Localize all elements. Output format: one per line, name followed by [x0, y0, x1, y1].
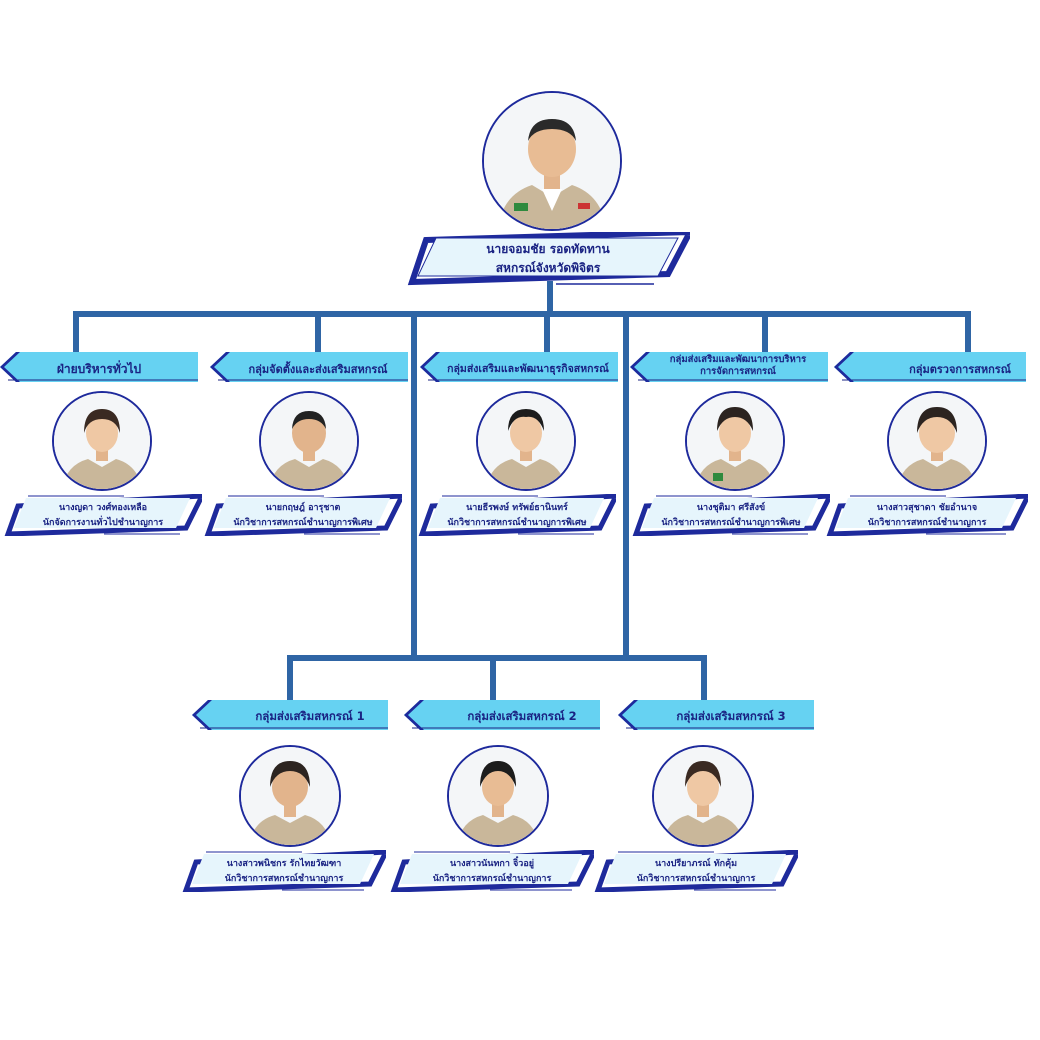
person-title: นักวิชาการสหกรณ์ชำนาญการ	[826, 515, 1028, 529]
person-title: นักจัดการงานทั่วไปชำนาญการ	[4, 515, 202, 529]
promotion-2-name-plate: นางสาวนันทกา จิ๋วอยู่ นักวิชาการสหกรณ์ชำ…	[390, 850, 594, 892]
person-avatar-icon	[241, 747, 339, 845]
dept-label-general-admin: ฝ่ายบริหารทั่วไป	[0, 352, 198, 382]
person-title: นักวิชาการสหกรณ์ชำนาญการ	[390, 871, 594, 885]
person-title: นักวิชาการสหกรณ์ชำนาญการพิเศษ	[632, 515, 830, 529]
dept-label-promotion-1: กลุ่มส่งเสริมสหกรณ์ 1	[192, 700, 388, 730]
person-avatar-icon	[261, 393, 357, 489]
person-avatar-icon	[54, 393, 150, 489]
top-name-plate: นายจอมชัย รอดทัดทาน สหกรณ์จังหวัดพิจิตร	[406, 232, 690, 286]
top-person-photo	[482, 91, 622, 231]
dept-label-promotion-3: กลุ่มส่งเสริมสหกรณ์ 3	[618, 700, 814, 730]
top-title: สหกรณ์จังหวัดพิจิตร	[406, 259, 690, 278]
dept-label-promotion-2: กลุ่มส่งเสริมสหกรณ์ 2	[404, 700, 600, 730]
person-avatar-icon	[478, 393, 574, 489]
group-4-photo	[685, 391, 785, 491]
person-name: นางปรียาภรณ์ ทักคุ้ม	[594, 856, 798, 870]
person-avatar-icon	[449, 747, 547, 845]
dept-name: กลุ่มตรวจการสหกรณ์	[834, 360, 1026, 378]
person-name: นางชุติมา ศรีสังข์	[632, 500, 830, 514]
dept-name: กลุ่มส่งเสริมสหกรณ์ 1	[192, 708, 388, 726]
dept-label-business: กลุ่มส่งเสริมและพัฒนาธุรกิจสหกรณ์	[420, 352, 618, 382]
person-name: นางสาวสุชาดา ชัยอำนาจ	[826, 500, 1028, 514]
group-5-name-plate: นางสาวสุชาดา ชัยอำนาจ นักวิชาการสหกรณ์ชำ…	[826, 494, 1028, 536]
promotion-3-photo	[652, 745, 754, 847]
dept-label-management: กลุ่มส่งเสริมและพัฒนาการบริหาร การจัดการ…	[630, 352, 828, 382]
person-avatar-icon	[889, 393, 985, 489]
person-name: นายธีรพงษ์ ทรัพย์ธานินทร์	[418, 500, 616, 514]
person-avatar-icon	[654, 747, 752, 845]
group-1-photo	[52, 391, 152, 491]
person-title: นักวิชาการสหกรณ์ชำนาญการพิเศษ	[204, 515, 402, 529]
person-name: นางญดา วงศ์ทองเหลือ	[4, 500, 202, 514]
dept-name: กลุ่มส่งเสริมสหกรณ์ 3	[618, 708, 814, 726]
group-3-photo	[476, 391, 576, 491]
group-2-name-plate: นายกฤษฎ์ อารุชาต นักวิชาการสหกรณ์ชำนาญกา…	[204, 494, 402, 536]
group-3-name-plate: นายธีรพงษ์ ทรัพย์ธานินทร์ นักวิชาการสหกร…	[418, 494, 616, 536]
group-4-name-plate: นางชุติมา ศรีสังข์ นักวิชาการสหกรณ์ชำนาญ…	[632, 494, 830, 536]
dept-name: กลุ่มส่งเสริมและพัฒนาการบริหาร การจัดการ…	[630, 354, 828, 378]
group-2-photo	[259, 391, 359, 491]
person-title: นักวิชาการสหกรณ์ชำนาญการ	[182, 871, 386, 885]
promotion-3-name-plate: นางปรียาภรณ์ ทักคุ้ม นักวิชาการสหกรณ์ชำน…	[594, 850, 798, 892]
person-avatar-icon	[484, 93, 620, 229]
person-title: นักวิชาการสหกรณ์ชำนาญการพิเศษ	[418, 515, 616, 529]
group-1-name-plate: นางญดา วงศ์ทองเหลือ นักจัดการงานทั่วไปชำ…	[4, 494, 202, 536]
dept-name: กลุ่มส่งเสริมสหกรณ์ 2	[404, 708, 600, 726]
promotion-2-photo	[447, 745, 549, 847]
person-name: นายกฤษฎ์ อารุชาต	[204, 500, 402, 514]
dept-name: กลุ่มจัดตั้งและส่งเสริมสหกรณ์	[210, 360, 408, 378]
dept-name: กลุ่มส่งเสริมและพัฒนาธุรกิจสหกรณ์	[420, 360, 618, 377]
person-title: นักวิชาการสหกรณ์ชำนาญการ	[594, 871, 798, 885]
dept-name: ฝ่ายบริหารทั่วไป	[0, 360, 198, 379]
promotion-1-name-plate: นางสาวพนิชกร รักไทยวัฒฑา นักวิชาการสหกรณ…	[182, 850, 386, 892]
dept-label-audit: กลุ่มตรวจการสหกรณ์	[834, 352, 1026, 382]
promotion-1-photo	[239, 745, 341, 847]
top-name: นายจอมชัย รอดทัดทาน	[406, 240, 690, 259]
person-name: นางสาวพนิชกร รักไทยวัฒฑา	[182, 856, 386, 870]
dept-label-establish: กลุ่มจัดตั้งและส่งเสริมสหกรณ์	[210, 352, 408, 382]
person-name: นางสาวนันทกา จิ๋วอยู่	[390, 856, 594, 870]
group-5-photo	[887, 391, 987, 491]
person-avatar-icon	[687, 393, 783, 489]
